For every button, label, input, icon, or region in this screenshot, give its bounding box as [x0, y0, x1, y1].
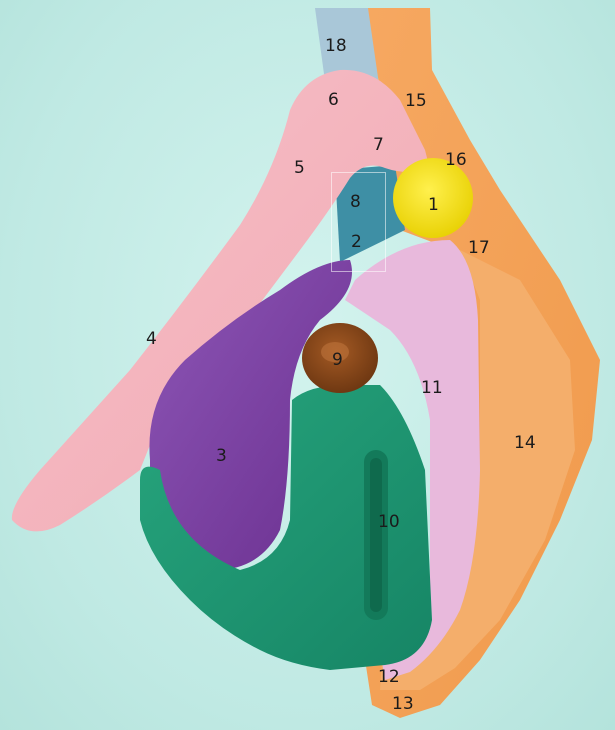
label-11: 11 — [421, 380, 443, 397]
label-18: 18 — [325, 38, 347, 55]
label-13: 13 — [392, 696, 414, 713]
label-5: 5 — [294, 160, 305, 177]
label-9: 9 — [332, 352, 343, 369]
label-2: 2 — [351, 234, 362, 251]
label-3: 3 — [216, 448, 227, 465]
label-10: 10 — [378, 514, 400, 531]
selection-box — [331, 172, 386, 272]
green-slit-inner — [370, 458, 382, 612]
label-17: 17 — [468, 240, 490, 257]
label-12: 12 — [378, 669, 400, 686]
label-15: 15 — [405, 93, 427, 110]
label-8: 8 — [350, 194, 361, 211]
label-14: 14 — [514, 435, 536, 452]
label-6: 6 — [328, 92, 339, 109]
label-1: 1 — [428, 197, 439, 214]
label-7: 7 — [373, 137, 384, 154]
label-4: 4 — [146, 331, 157, 348]
label-16: 16 — [445, 152, 467, 169]
